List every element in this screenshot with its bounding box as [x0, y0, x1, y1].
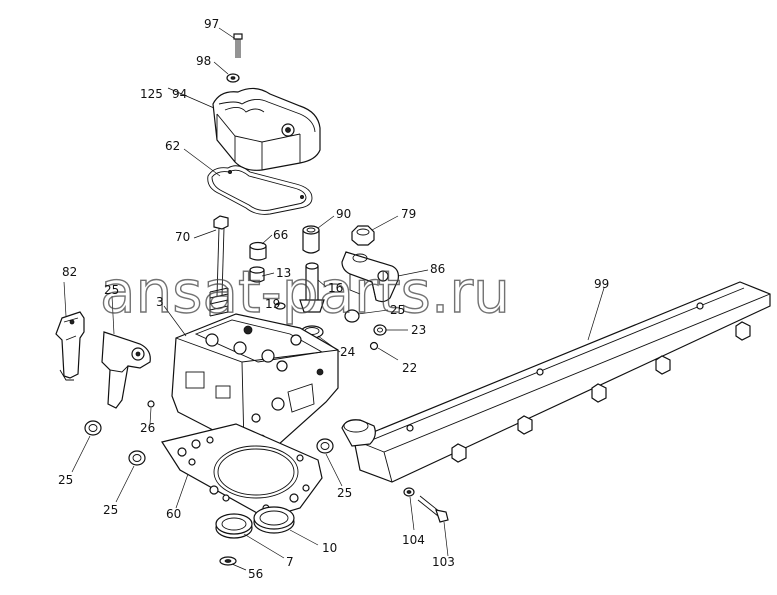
manifold-99	[341, 281, 771, 483]
spring-13	[209, 287, 229, 317]
seal-ring-25-right	[316, 438, 334, 454]
valve-cover-94	[212, 87, 321, 171]
callout-56: 56	[248, 567, 263, 581]
callout-86: 86	[430, 262, 445, 276]
callout-90: 90	[336, 207, 351, 221]
bolt-103	[417, 495, 449, 523]
callout-60: 60	[166, 507, 181, 521]
bolt-70	[213, 215, 229, 297]
manifold-ports	[451, 321, 751, 463]
callout-19: 19	[265, 297, 280, 311]
callout-7: 7	[286, 555, 294, 569]
callout-99: 99	[594, 277, 609, 291]
stem-cap-66b	[249, 266, 265, 283]
callout-10: 10	[322, 541, 337, 555]
callout-98: 98	[196, 54, 211, 68]
plug-25-rocker	[344, 309, 360, 323]
callout-103: 103	[432, 555, 455, 569]
callout-62: 62	[165, 139, 180, 153]
callout-24: 24	[340, 345, 355, 359]
callout-82: 82	[62, 265, 77, 279]
nozzle-16	[299, 262, 325, 313]
sleeve-90	[302, 225, 320, 254]
callouts: 97 98 125 94 62 90 79 70 66 13 16 86 82 …	[58, 17, 609, 581]
seat-ring-10	[253, 506, 295, 534]
callout-3: 3	[156, 295, 164, 309]
callout-125: 125	[140, 87, 163, 101]
bolt-26	[147, 400, 155, 408]
ring-23	[373, 324, 387, 336]
callout-104: 104	[402, 533, 425, 547]
callout-26: 26	[140, 421, 155, 435]
washer-56	[219, 556, 237, 566]
callout-66: 66	[273, 228, 288, 242]
callout-94: 94	[172, 87, 187, 101]
head-gasket-60	[161, 423, 323, 519]
callout-25-left-upper: 25	[58, 473, 73, 487]
nut-22	[369, 341, 379, 351]
callout-25-top: 25	[104, 283, 119, 297]
rocker-arm-86	[341, 251, 399, 303]
callout-70: 70	[175, 230, 190, 244]
callout-25-right: 25	[337, 486, 352, 500]
callout-79: 79	[401, 207, 416, 221]
callout-25-rocker: 25	[390, 303, 405, 317]
seal-ring-25-left-lower	[128, 450, 146, 466]
callout-23: 23	[411, 323, 426, 337]
washer-104	[403, 487, 415, 497]
callout-22: 22	[402, 361, 417, 375]
bolt-97	[233, 33, 243, 58]
callout-25-left-lower: 25	[103, 503, 118, 517]
leader-lines	[63, 27, 605, 571]
callout-16: 16	[328, 281, 343, 295]
nut-79	[351, 225, 375, 246]
seal-ring-25-left-upper	[84, 420, 102, 436]
cover-gasket-62	[207, 165, 313, 215]
callout-97: 97	[204, 17, 219, 31]
seat-ring-7	[215, 513, 253, 539]
rocker-bracket-25	[101, 331, 151, 409]
callout-13: 13	[276, 266, 291, 280]
washer-98	[226, 73, 240, 83]
rocker-support-82	[55, 311, 85, 381]
cylinder-head-3	[171, 313, 339, 455]
stem-cap-66	[249, 241, 267, 261]
watermark: ansat-parts.ru	[100, 258, 510, 326]
